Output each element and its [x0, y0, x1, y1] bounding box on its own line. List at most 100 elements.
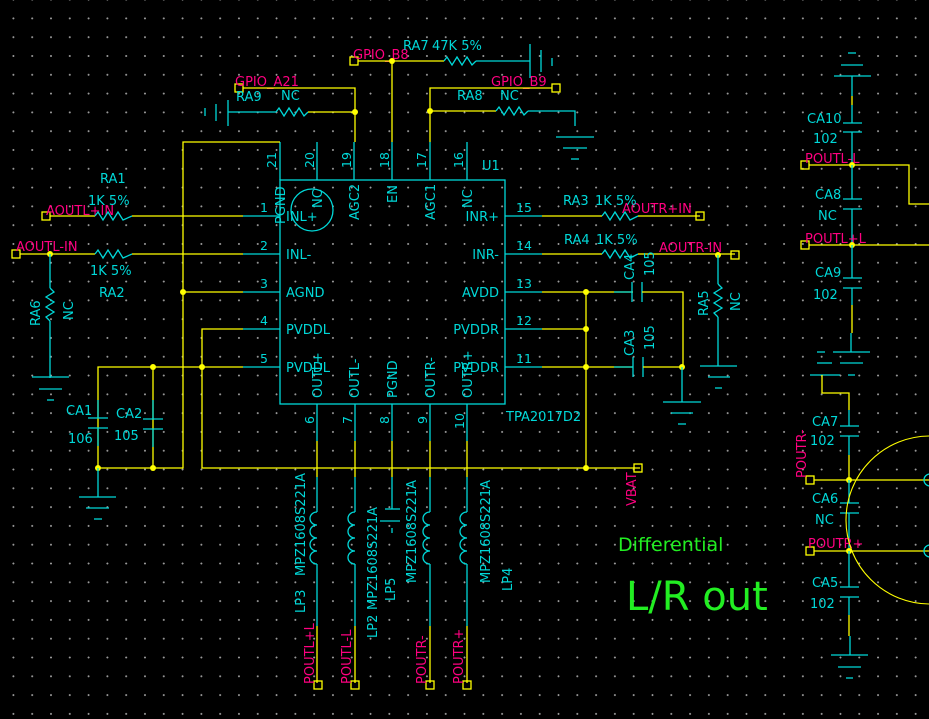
- ra7-value: 47K 5%: [432, 39, 482, 54]
- pin-num: 11: [516, 351, 532, 366]
- pin-name: PVDDR: [453, 323, 499, 338]
- net-label-right-poutr-neg: POUTR-: [795, 429, 810, 478]
- resistor-ra4[interactable]: [601, 248, 639, 260]
- port-poutl-pos[interactable]: [313, 680, 323, 690]
- pin-name: PVDDL: [286, 323, 331, 338]
- pin-num: 14: [516, 238, 532, 253]
- ra8-ref: RA8: [457, 89, 483, 104]
- left-pin-stubs: [243, 142, 542, 441]
- capacitor-ca7[interactable]: [840, 410, 859, 480]
- pin-name: OUTL-: [348, 358, 363, 398]
- inductor-lp5[interactable]: [422, 511, 431, 565]
- port-poutl-neg[interactable]: [350, 680, 360, 690]
- pin-num: 1: [260, 200, 268, 215]
- net-label-aoutr-neg: AOUTR-IN: [659, 241, 722, 256]
- lp4-value: MPZ1608S221A: [479, 480, 494, 583]
- pin-name: PGND: [386, 360, 401, 398]
- power-icon: [834, 52, 871, 77]
- capacitor-ca9[interactable]: [843, 245, 862, 333]
- inductor-lp3[interactable]: [309, 511, 318, 565]
- net-label-aoutr-pos: AOUTR+IN: [622, 202, 692, 217]
- ca5-value: 102: [810, 597, 835, 612]
- gpio-section[interactable]: GPIO_A21 RA9 NC GPIO_B8 RA7 47K 5% GPIO_…: [204, 39, 594, 160]
- pin-num: 12: [516, 313, 532, 328]
- ground-icon: [831, 654, 868, 679]
- pin-num: 5: [260, 351, 268, 366]
- pin-num: 7: [340, 416, 355, 424]
- note-differential: Differential: [618, 534, 723, 556]
- pin1-marker: [290, 188, 334, 232]
- capacitor-ca1[interactable]: [88, 400, 108, 446]
- pin-num: 16: [451, 152, 466, 168]
- port-aoutr-pos[interactable]: [695, 211, 705, 221]
- ra5-ref: RA5: [697, 290, 712, 316]
- speaker-terminal: [923, 544, 929, 558]
- ra3-ref: RA3: [563, 194, 589, 209]
- pin-name: PVDDR: [453, 361, 499, 376]
- pin-num: 4: [260, 313, 268, 328]
- ra1-value: 1K 5%: [88, 194, 130, 209]
- ra9-ref: RA9: [236, 90, 262, 105]
- pin-name: AGND: [286, 286, 324, 301]
- resistor-ra6[interactable]: [44, 287, 56, 322]
- ca5-ref: CA5: [812, 576, 838, 591]
- pin-name: INR-: [472, 248, 499, 263]
- resistor-ra1[interactable]: [94, 210, 133, 222]
- net-label-vbat: VBAT: [625, 472, 640, 506]
- resistor-ra3[interactable]: [601, 210, 639, 222]
- pin-name: PGND: [274, 186, 289, 224]
- lp2-value: MPZ1608S221A: [366, 507, 381, 610]
- port-poutr-pos[interactable]: [462, 680, 472, 690]
- net-label-poutr-neg: POUTR-: [415, 635, 430, 684]
- ca7-value: 102: [810, 434, 835, 449]
- ra6-ref: RA6: [29, 300, 44, 326]
- capacitor-ca3[interactable]: [614, 357, 683, 377]
- right-input-section[interactable]: AOUTR+IN RA3 1K 5% AOUTR-IN RA4 1K 5% RA…: [542, 194, 744, 506]
- pin-num: 9: [415, 416, 430, 424]
- capacitor-ca8[interactable]: [843, 165, 862, 245]
- right-filter-section[interactable]: CA10 102 POUTL-L CA8 NC POUTL+L CA9 102: [795, 52, 929, 679]
- port-gpio-b9[interactable]: [551, 83, 561, 93]
- chip-u1[interactable]: U1 TPA2017D2: [243, 142, 581, 441]
- inductor-lp2[interactable]: [347, 511, 356, 565]
- ground-icon: [556, 136, 594, 160]
- ca8-value: NC: [818, 209, 837, 224]
- ra8-value: NC: [500, 89, 519, 104]
- resistor-ra2[interactable]: [94, 248, 133, 260]
- ground-icon: [32, 376, 69, 401]
- resistor-ra7[interactable]: [443, 55, 477, 67]
- port-vbat[interactable]: [633, 463, 643, 473]
- ra9-value: NC: [281, 89, 300, 104]
- port-poutr-neg[interactable]: [425, 680, 435, 690]
- net-label-poutl-neg: POUTL-L: [340, 629, 355, 684]
- capacitor-ca5[interactable]: [840, 551, 859, 636]
- inductor-lp4[interactable]: [459, 511, 468, 565]
- lp4-ref: LP4: [501, 568, 516, 591]
- ground-icon: [663, 401, 701, 425]
- ra2-ref: RA2: [99, 286, 125, 301]
- port-aoutr-neg[interactable]: [730, 250, 740, 260]
- pin-num: 19: [339, 152, 354, 168]
- resistor-ra8[interactable]: [495, 105, 529, 117]
- pin-num: 21: [264, 152, 279, 168]
- resistor-ra5[interactable]: [712, 283, 724, 318]
- ra2-value: 1K 5%: [90, 264, 132, 279]
- resistor-ra9[interactable]: [275, 106, 309, 118]
- capacitor-ca4[interactable]: [614, 282, 684, 367]
- capacitor-ca10[interactable]: [843, 105, 862, 165]
- net-label-gpio-a21: GPIO_A21: [235, 75, 299, 90]
- pin-num: 3: [260, 276, 268, 291]
- output-section[interactable]: POUTL+L POUTL-L POUTR- POUTR+ MPZ1608S22…: [0, 441, 516, 690]
- pin-name: NC: [461, 189, 476, 208]
- pin-num: 6: [302, 416, 317, 424]
- lp3-value: MPZ1608S221A: [294, 473, 309, 576]
- left-input-section[interactable]: AOUTL+IN RA1 1K 5% AOUTL-IN 1K 5% RA2 RA…: [11, 141, 640, 520]
- lp3-ref: LP3: [294, 590, 309, 613]
- ca4-value: 105: [643, 251, 658, 276]
- pin-name: AVDD: [462, 286, 499, 301]
- pin-name: OUTR-: [424, 357, 439, 398]
- capacitor-ca2[interactable]: [143, 400, 163, 447]
- ra3-value: 1K 5%: [595, 194, 637, 209]
- lp5-ref: LP5: [384, 578, 399, 601]
